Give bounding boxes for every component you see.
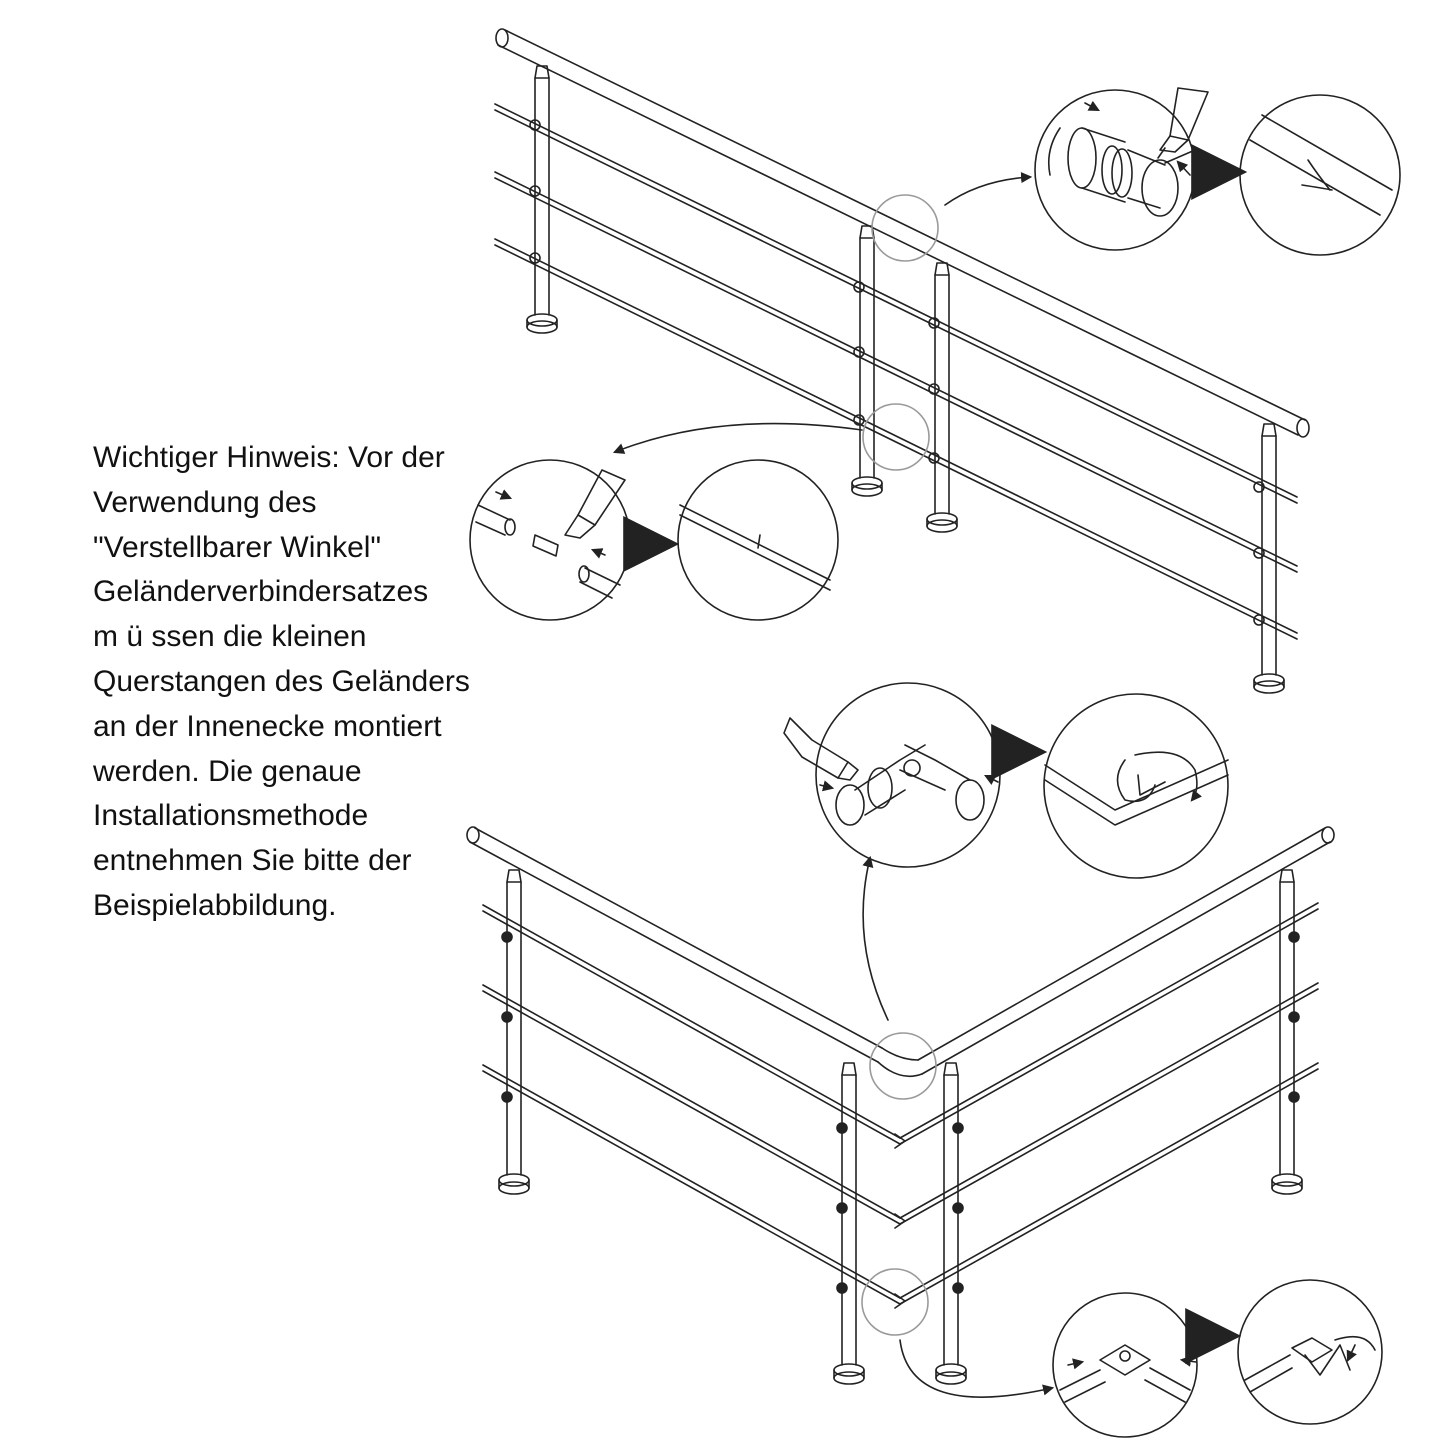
crossbar-right-3 [900, 1063, 1318, 1304]
post-straight-4 [1254, 424, 1284, 693]
crossbar-straight-3 [495, 239, 1297, 639]
detail-handrail-result [1240, 95, 1400, 255]
callout-arrow-crossbar [612, 424, 862, 454]
post-straight-3 [927, 263, 957, 532]
detail-crossbar-result [678, 460, 838, 620]
detail-handrail-connector [1035, 88, 1208, 250]
crossbar-right-2 [900, 983, 1318, 1224]
callout-arrow-handrail [945, 171, 1033, 205]
note-line: an der Innenecke montiert [93, 709, 442, 743]
note-line: Wichtiger Hinweis: Vor der [93, 441, 445, 474]
handrail-right [918, 828, 1330, 1074]
callout-arrow-corner-handrail [863, 855, 888, 1020]
detail-corner-crossbar-result [1238, 1280, 1382, 1424]
highlight-handrail-joint [872, 195, 938, 261]
crossbar-straight-1 [495, 104, 1297, 503]
post-corner-4 [1272, 870, 1302, 1194]
post-straight-2 [852, 226, 882, 496]
note-line: Installationsmethode [93, 799, 369, 833]
highlight-corner-handrail [870, 1033, 936, 1099]
note-line: entnehmen Sie bitte der [93, 844, 412, 878]
post-corner-3 [936, 1063, 966, 1384]
note-line: Verwendung des [93, 485, 317, 519]
crossbar-right-1 [900, 903, 1318, 1144]
highlight-corner-crossbar [862, 1269, 928, 1335]
detail-corner-crossbar [1053, 1293, 1197, 1437]
handrail-left [470, 828, 882, 1062]
detail-corner-elbow-result [1044, 694, 1228, 878]
crossbar-left-2 [483, 985, 900, 1224]
note-line: m ü ssen die kleinen [93, 620, 367, 654]
crossbar-straight-2 [495, 172, 1297, 572]
post-corner-2 [834, 1063, 864, 1384]
note-line: Querstangen des Geländers [93, 664, 470, 698]
crossbar-left-3 [483, 1065, 900, 1304]
crossbar-left-1 [483, 905, 900, 1144]
highlight-crossbar-joint [863, 404, 929, 470]
note-line: "Verstellbarer Winkel" [93, 530, 382, 564]
post-corner-1 [499, 870, 529, 1194]
installation-note: Wichtiger Hinweis: Vor der Verwendung de… [93, 436, 533, 929]
note-line: Geländerverbindersatzes [93, 575, 429, 609]
note-line: Beispielabbildung. [93, 888, 337, 922]
post-straight-1 [527, 66, 557, 333]
handrail-straight [498, 30, 1305, 435]
detail-corner-elbow [784, 683, 1000, 867]
straight-railing [495, 29, 1309, 693]
corner-railing [467, 827, 1334, 1397]
note-line: werden. Die genaue [93, 754, 362, 788]
callout-arrow-corner-crossbar [900, 1340, 1055, 1397]
